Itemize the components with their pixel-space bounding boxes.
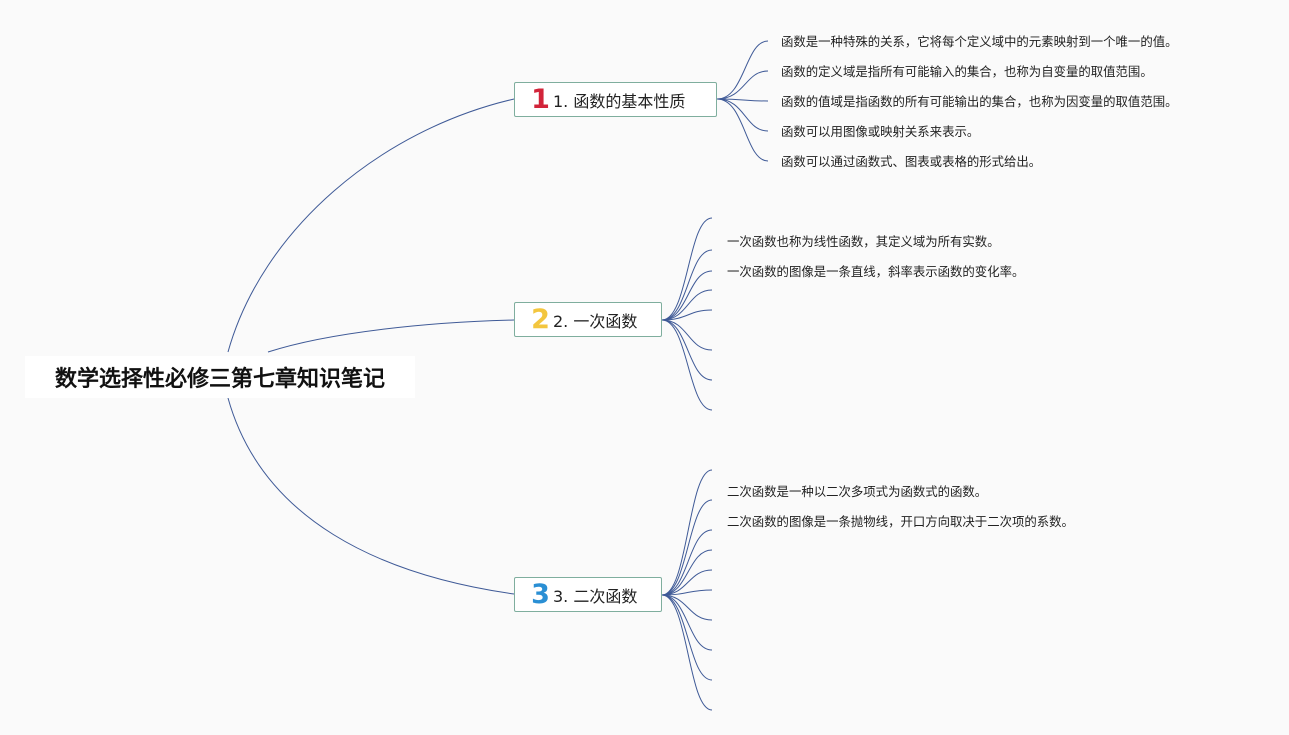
list-item[interactable]: 函数的值域是指函数的所有可能输出的集合，也称为因变量的取值范围。 (781, 94, 1178, 109)
topic-2-branch-line (661, 319, 713, 351)
topic-3-branch-line (661, 594, 713, 621)
list-item[interactable]: 函数可以通过函数式、图表或表格的形式给出。 (781, 154, 1042, 169)
topic-1-branch-line (716, 40, 769, 100)
topic-2-branch-line (661, 309, 713, 321)
list-item[interactable]: 二次函数是一种以二次多项式为函数式的函数。 (727, 484, 988, 499)
list-item[interactable]: 一次函数的图像是一条直线，斜率表示函数的变化率。 (727, 264, 1025, 279)
topic-function-basics[interactable]: 1 1. 函数的基本性质 (514, 82, 717, 117)
list-item[interactable]: 二次函数的图像是一条抛物线，开口方向取决于二次项的系数。 (727, 514, 1074, 529)
topic-1-branch-line (716, 70, 769, 100)
topic-1-branch-line (716, 98, 769, 102)
topic-2-branch-line (661, 249, 713, 321)
root-to-topic-1-line (227, 98, 515, 353)
topic-3-branch-line (661, 469, 713, 596)
root-topic[interactable]: 数学选择性必修三第七章知识笔记 (25, 356, 415, 398)
topic-2-branch-line (661, 270, 713, 321)
number-badge-3-icon: 3 (531, 579, 550, 610)
list-item[interactable]: 函数是一种特殊的关系，它将每个定义域中的元素映射到一个唯一的值。 (781, 34, 1178, 49)
list-item[interactable]: 函数的定义域是指所有可能输入的集合，也称为自变量的取值范围。 (781, 64, 1153, 79)
topic-2-branch-line (661, 319, 713, 381)
topic-3-branch-line (661, 549, 713, 596)
list-item[interactable]: 函数可以用图像或映射关系来表示。 (781, 124, 980, 139)
topic-label: 2. 一次函数 (553, 311, 638, 331)
number-badge-1-icon: 1 (531, 84, 550, 115)
root-title: 数学选择性必修三第七章知识笔记 (54, 367, 385, 392)
topic-2-branch-line (661, 217, 713, 321)
topic-label: 3. 二次函数 (553, 586, 638, 606)
root-to-topic-2-line (267, 319, 515, 353)
topic-3-branch-line (661, 594, 713, 681)
topic-3-branch-line (661, 594, 713, 711)
topic-3-branch-line (661, 589, 713, 596)
topic-quadratic-function[interactable]: 3 3. 二次函数 (514, 577, 662, 612)
root-to-topic-3-line (227, 397, 515, 595)
number-badge-2-icon: 2 (531, 304, 550, 335)
topic-1-branch-line (716, 98, 769, 162)
topic-label: 1. 函数的基本性质 (553, 91, 686, 111)
topic-3-branch-line (661, 499, 713, 596)
topic-2-branch-line (661, 319, 713, 411)
topic-1-branch-line (716, 98, 769, 132)
list-item[interactable]: 一次函数也称为线性函数，其定义域为所有实数。 (727, 234, 1000, 249)
topic-3-branch-line (661, 529, 713, 596)
topic-3-branch-line (661, 594, 713, 651)
topic-linear-function[interactable]: 2 2. 一次函数 (514, 302, 662, 337)
topic-3-branch-line (661, 569, 713, 596)
topic-2-branch-line (661, 289, 713, 321)
